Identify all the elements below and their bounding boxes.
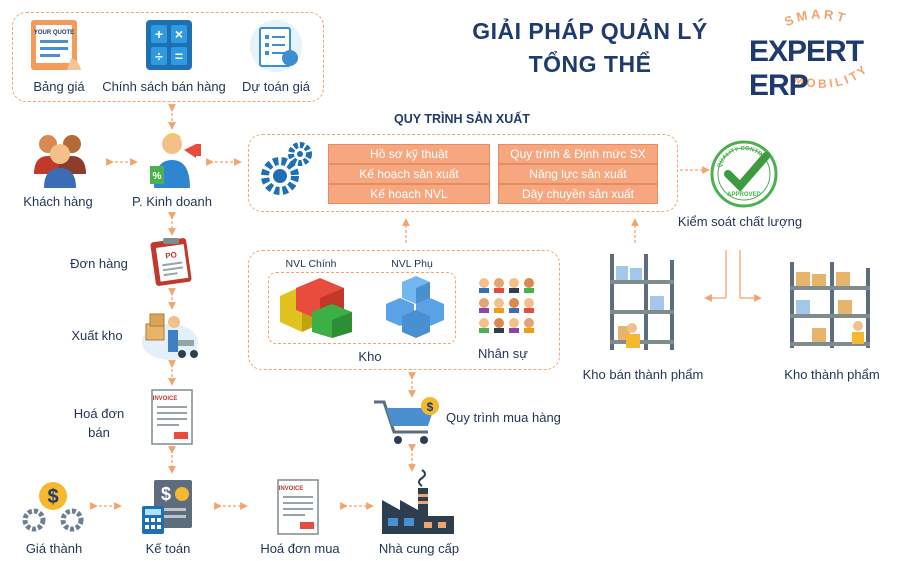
logo-main-text: EXPERT ERP <box>749 35 864 102</box>
kiem-soat-label: Kiểm soát chất lượng <box>677 214 803 229</box>
bang-gia-label: Bảng giá <box>33 79 85 94</box>
coin-gears-icon[interactable]: $ <box>22 478 84 536</box>
nhan-su-label: Nhân sự <box>478 346 528 361</box>
kho-thanh-pham-label: Kho thành phẩm <box>784 367 880 382</box>
hoa-don-ban-line2: bán <box>88 425 110 440</box>
warehouse-frame <box>248 250 560 370</box>
svg-text:÷: ÷ <box>155 48 163 64</box>
pricing-group-frame <box>12 12 324 102</box>
svg-text:%: % <box>153 171 162 182</box>
production-title: QUY TRÌNH SẢN XUẤT <box>394 112 530 126</box>
purchase-order-icon[interactable]: PO <box>145 236 197 288</box>
chinh-sach-label: Chính sách bán hàng <box>102 79 226 94</box>
estimate-icon[interactable] <box>246 18 306 74</box>
quy-trinh-mua-hang-label: Quy trình mua hàng <box>446 410 561 425</box>
semi-finished-shelf-icon[interactable] <box>604 250 680 360</box>
hoa-don-mua-label: Hoá đơn mua <box>260 541 340 556</box>
gears-icon[interactable] <box>258 140 318 202</box>
quality-seal-icon[interactable]: QUALITY CONTROL APPROVED <box>706 136 782 212</box>
calculator-icon[interactable]: + × ÷ = <box>142 18 198 74</box>
warehouse-dispatch-icon[interactable] <box>138 310 202 362</box>
people-grid-icon[interactable] <box>476 276 536 338</box>
factory-icon[interactable] <box>378 469 458 536</box>
accounting-icon[interactable]: $ <box>138 476 198 536</box>
quote-tablet-text: YOUR QUOTE <box>34 30 74 36</box>
main-title-line1: GIẢI PHÁP QUẢN LÝ <box>472 18 708 44</box>
gia-thanh-label: Giá thành <box>25 541 83 556</box>
po-text: PO <box>165 250 178 261</box>
khach-hang-label: Khách hàng <box>23 194 93 209</box>
shopping-cart-icon[interactable]: $ <box>372 396 444 446</box>
xuat-kho-label: Xuất kho <box>71 328 123 343</box>
purchase-invoice-icon[interactable]: INVOICE <box>272 478 324 536</box>
svg-text:$: $ <box>47 486 58 508</box>
materials-frame <box>268 272 456 344</box>
nvl-chinh-label: NVL Chính <box>285 258 337 270</box>
svg-text:$: $ <box>161 484 171 504</box>
hoa-don-ban-label: Hoá đơn bán <box>64 404 134 442</box>
svg-text:=: = <box>175 48 183 64</box>
purchase-invoice-text: INVOICE <box>279 486 304 492</box>
brand-logo: SMART MOBILITY EXPERT ERP <box>745 4 895 102</box>
svg-text:+: + <box>155 26 163 42</box>
sale-invoice-text: INVOICE <box>153 396 178 402</box>
du-toan-label: Dự toán giá <box>242 79 310 94</box>
production-item-day-chuyen[interactable]: Dây chuyền sản xuất <box>498 184 658 204</box>
finished-shelf-icon[interactable] <box>786 258 876 354</box>
production-item-ke-hoach-nvl[interactable]: Kế hoạch NVL <box>328 184 490 204</box>
production-item-nang-luc[interactable]: Năng lực sản xuất <box>498 164 658 184</box>
salesperson-icon[interactable]: % <box>148 130 208 190</box>
kho-label: Kho <box>358 349 382 364</box>
don-hang-label: Đơn hàng <box>70 256 128 271</box>
production-item-ke-hoach-sx[interactable]: Kế hoạch sản xuất <box>328 164 490 184</box>
nha-cung-cap-label: Nhà cung cấp <box>378 541 460 556</box>
kho-ban-thanh-pham-label: Kho bán thành phẩm <box>582 367 704 382</box>
main-title: GIẢI PHÁP QUẢN LÝ TỔNG THỂ <box>455 18 725 78</box>
quote-tablet-icon[interactable]: YOUR QUOTE <box>25 18 91 74</box>
kinh-doanh-label: P. Kinh doanh <box>132 194 212 209</box>
svg-text:$: $ <box>427 400 434 414</box>
production-item-quy-trinh[interactable]: Quy trình & Định mức SX <box>498 144 658 164</box>
customers-icon[interactable] <box>30 130 90 188</box>
main-title-line2: TỔNG THỂ <box>528 51 652 77</box>
seal-bottom-text: APPROVED <box>727 192 761 198</box>
logo-arc-icon: SMART MOBILITY <box>782 7 869 91</box>
ke-toan-label: Kế toán <box>145 541 191 556</box>
svg-text:×: × <box>175 26 183 42</box>
production-frame <box>248 134 678 212</box>
production-item-ho-so[interactable]: Hồ sơ kỹ thuật <box>328 144 490 164</box>
main-materials-boxes-icon[interactable] <box>278 276 354 338</box>
nvl-phu-label: NVL Phụ <box>391 258 433 270</box>
sub-materials-boxes-icon[interactable] <box>384 276 450 338</box>
hoa-don-ban-line1: Hoá đơn <box>73 406 125 421</box>
invoice-icon[interactable]: INVOICE <box>148 388 196 446</box>
